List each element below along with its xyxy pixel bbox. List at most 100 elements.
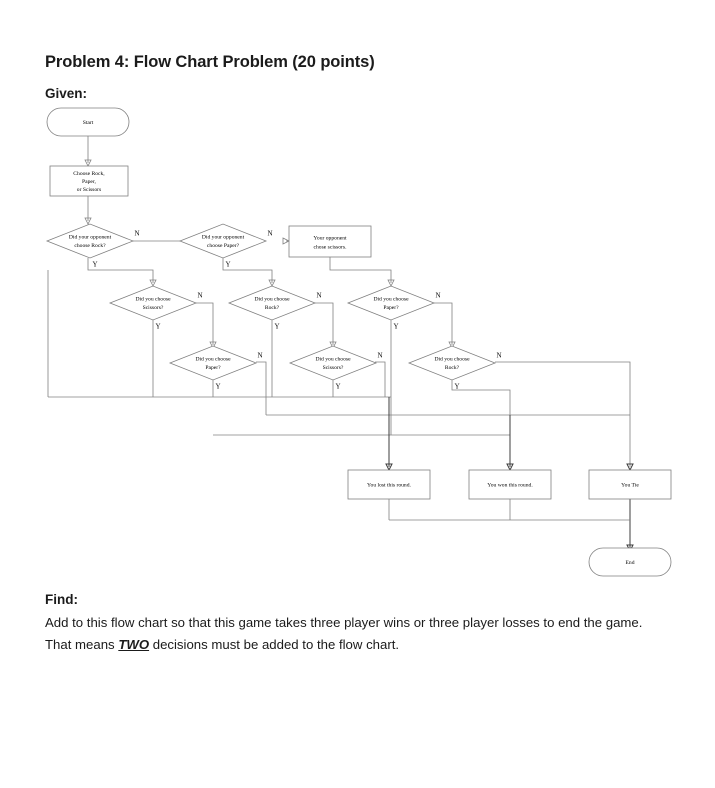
find-line2-before: That means — [45, 637, 119, 652]
opponent-scissors-line-1: Your opponent — [313, 235, 347, 241]
node-opponent-scissors[interactable]: Your opponent chose scissors. — [288, 225, 372, 258]
node-you-rock-b[interactable]: Did you choose Rock? N Y — [407, 345, 502, 391]
you-paper-a-shape — [346, 285, 436, 321]
arrowhead-you-scissors-a — [149, 279, 157, 287]
page-title: Problem 4: Flow Chart Problem (20 points… — [45, 53, 375, 71]
arrowhead-won — [506, 463, 514, 472]
opponent-rock-line-2: choose Rock? — [74, 243, 106, 249]
you-scissors-a-yes-label: Y — [155, 323, 160, 331]
arrowhead-you-paper-b — [209, 341, 217, 349]
outcome-tie-shape — [588, 469, 672, 500]
opponent-scissors-line-2: chose scissors. — [314, 244, 348, 250]
arrowhead-lost — [385, 463, 393, 472]
node-you-scissors-a[interactable]: Did you choose Scissors? N Y — [108, 285, 203, 331]
opponent-paper-shape — [178, 223, 268, 259]
opponent-paper-line-2: choose Paper? — [207, 243, 240, 249]
you-scissors-b-no-label: N — [377, 352, 382, 360]
you-rock-b-line-2: Rock? — [445, 365, 460, 371]
arrowhead-you-rock-b — [448, 341, 456, 349]
connector-you-paper-a-no — [434, 302, 453, 345]
find-instruction-line-2: That means TWO decisions must be added t… — [45, 637, 399, 652]
you-rock-a-line-1: Did you choose — [254, 296, 290, 302]
node-you-paper-b[interactable]: Did you choose Paper? N Y — [168, 345, 263, 391]
choose-shape — [49, 165, 129, 197]
you-paper-b-line-2: Paper? — [205, 365, 221, 371]
opponent-paper-no-label: N — [267, 230, 272, 238]
you-scissors-a-shape — [108, 285, 198, 321]
opponent-rock-no-label: N — [134, 230, 139, 238]
node-you-scissors-b[interactable]: Did you choose Scissors? N Y — [288, 345, 383, 391]
opponent-paper-line-1: Did your opponent — [202, 234, 245, 240]
outcome-lost-label: You lost this round. — [367, 482, 411, 488]
node-end[interactable]: End — [588, 547, 672, 577]
you-paper-a-yes-label: Y — [393, 323, 398, 331]
node-you-rock-a[interactable]: Did you choose Rock? N Y — [227, 285, 322, 331]
given-label: Given: — [45, 86, 88, 101]
connector-you-rock-b-no — [495, 361, 631, 467]
opponent-rock-shape — [45, 223, 135, 259]
you-scissors-b-shape — [288, 345, 378, 381]
end-shape — [588, 547, 672, 577]
node-outcome-tie[interactable]: You Tie — [588, 469, 672, 500]
connector-you-scissors-a-no — [196, 302, 214, 345]
arrowhead-choose — [84, 159, 92, 167]
outcome-won-label: You won this round. — [487, 482, 533, 488]
node-outcome-lost[interactable]: You lost this round. — [347, 469, 431, 500]
connector-you-rock-a-no — [315, 302, 334, 345]
start-label: Start — [83, 120, 94, 126]
connector-opp-paper-yes — [222, 258, 273, 283]
opponent-scissors-shape — [288, 225, 372, 258]
node-start[interactable]: Start — [46, 107, 130, 137]
find-instruction-line-1: Add to this flow chart so that this game… — [45, 615, 643, 630]
connector-you-paper-b-no — [256, 361, 267, 415]
opponent-rock-yes-label: Y — [92, 261, 97, 269]
connector-layer — [47, 136, 634, 553]
you-paper-b-no-label: N — [257, 352, 262, 360]
arrowhead-you-paper-a — [387, 279, 395, 287]
you-rock-b-shape — [407, 345, 497, 381]
find-line2-after: decisions must be added to the flow char… — [149, 637, 400, 652]
node-opponent-rock[interactable]: Did your opponent choose Rock? N Y — [45, 223, 140, 269]
you-scissors-b-line-1: Did you choose — [315, 356, 351, 362]
find-label: Find: — [45, 592, 78, 607]
outcome-lost-shape — [347, 469, 431, 500]
node-you-paper-a[interactable]: Did you choose Paper? N Y — [346, 285, 441, 331]
connector-opp-scissors-out — [329, 257, 392, 283]
you-scissors-b-yes-label: Y — [335, 383, 340, 391]
choose-line-2: Paper, — [82, 179, 97, 185]
you-rock-b-no-label: N — [496, 352, 501, 360]
choose-line-3: or Scissors — [77, 187, 101, 193]
connector-you-scissors-b-no — [375, 361, 386, 397]
arrowhead-opp-scissors — [282, 237, 290, 245]
you-scissors-a-no-label: N — [197, 292, 202, 300]
connector-you-rock-b-yes — [451, 380, 511, 435]
opponent-paper-yes-label: Y — [225, 261, 230, 269]
you-rock-a-line-2: Rock? — [265, 305, 280, 311]
you-paper-a-line-1: Did you choose — [373, 296, 409, 302]
choose-line-1: Choose Rock, — [73, 171, 105, 177]
you-paper-b-line-1: Did you choose — [195, 356, 231, 362]
you-paper-b-shape — [168, 345, 258, 381]
arrowhead-you-scissors-b — [329, 341, 337, 349]
opponent-rock-line-1: Did your opponent — [69, 234, 112, 240]
node-choose-move[interactable]: Choose Rock, Paper, or Scissors — [49, 165, 129, 197]
outcome-won-shape — [468, 469, 552, 500]
you-paper-a-line-2: Paper? — [383, 305, 399, 311]
you-rock-b-line-1: Did you choose — [434, 356, 470, 362]
you-paper-a-no-label: N — [435, 292, 440, 300]
start-shape — [46, 107, 130, 137]
you-rock-a-yes-label: Y — [274, 323, 279, 331]
end-label: End — [625, 560, 634, 566]
node-opponent-paper[interactable]: Did your opponent choose Paper? N Y — [178, 223, 273, 269]
you-rock-a-no-label: N — [316, 292, 321, 300]
connector-opp-rock-yes — [87, 258, 154, 283]
arrowhead-tie — [626, 463, 634, 472]
you-scissors-a-line-1: Did you choose — [135, 296, 171, 302]
you-scissors-a-line-2: Scissors? — [143, 305, 164, 311]
node-outcome-won[interactable]: You won this round. — [468, 469, 552, 500]
outcome-tie-label: You Tie — [621, 482, 639, 488]
you-rock-b-yes-label: Y — [454, 383, 459, 391]
you-rock-a-shape — [227, 285, 317, 321]
